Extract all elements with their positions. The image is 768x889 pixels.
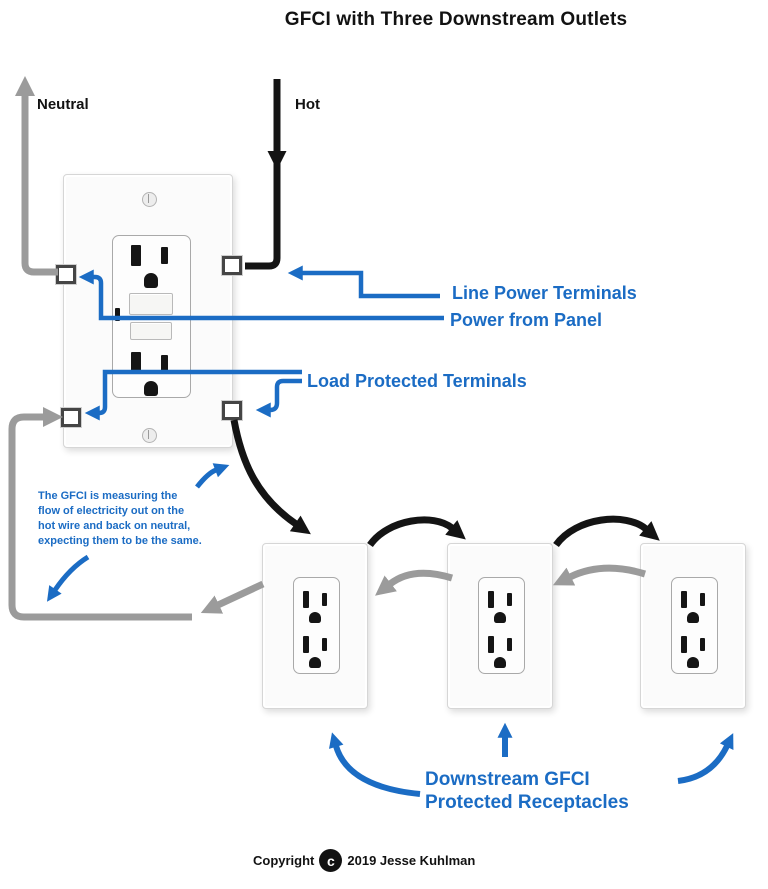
line-power-label: Line Power Terminals	[452, 283, 637, 303]
ground-hole	[494, 612, 506, 623]
neutral-slot	[681, 636, 687, 653]
hot-slot	[700, 593, 705, 606]
load-protected-pointer-right	[255, 378, 302, 418]
note-arrow-to-neutral-wire	[46, 554, 90, 602]
neutral-slot	[303, 591, 309, 608]
downstream-outlet-1	[262, 543, 368, 709]
line-power-pointer	[287, 265, 440, 299]
neutral-slot	[488, 636, 494, 653]
downstream-label: Downstream GFCI Protected Receptacles	[425, 768, 629, 814]
neutral-arc-outlet3-to-2	[552, 564, 647, 586]
load-protected-label: Load Protected Terminals	[307, 371, 527, 391]
hot-slot	[507, 638, 512, 651]
ground-hole	[309, 612, 321, 623]
neutral-slot	[131, 245, 141, 266]
gfci-note-line: expecting them to be the same.	[38, 535, 202, 547]
screw-icon	[142, 428, 157, 443]
ground-hole	[309, 657, 321, 668]
neutral-arc-outlet2-to-1	[375, 569, 454, 596]
hot-slot	[161, 355, 168, 372]
outlet-face	[293, 577, 340, 674]
downstream-arrow-right	[677, 733, 734, 784]
downstream-label-line2: Protected Receptacles	[425, 792, 629, 813]
neutral-slot	[131, 352, 141, 373]
hot-slot	[322, 638, 327, 651]
hot-arc-outlet2-to-3	[553, 515, 660, 548]
copyright-word: Copyright	[253, 853, 315, 868]
neutral-return-from-outlet1	[200, 580, 265, 614]
copyright-icon: c	[319, 849, 343, 872]
neutral-label: Neutral	[37, 96, 89, 113]
neutral-slot	[303, 636, 309, 653]
neutral-slot	[488, 591, 494, 608]
gfci-face	[112, 235, 191, 398]
screw-icon	[142, 192, 157, 207]
downstream-label-line1: Downstream GFCI	[425, 769, 590, 790]
hot-slot	[700, 638, 705, 651]
downstream-arrow-left	[329, 732, 421, 797]
test-button[interactable]	[130, 322, 172, 340]
outlet-face	[478, 577, 525, 674]
copyright: Copyright c 2019 Jesse Kuhlman	[253, 849, 475, 872]
gfci-note-line: flow of electricity out on the	[38, 505, 185, 517]
ground-hole	[687, 657, 699, 668]
hot-slot	[507, 593, 512, 606]
copyright-text: 2019 Jesse Kuhlman	[347, 853, 476, 868]
ground-hole	[687, 612, 699, 623]
indicator-slot	[115, 308, 120, 321]
gfci-note-line: hot wire and back on neutral,	[38, 520, 191, 532]
neutral-wire-to-panel	[15, 76, 58, 276]
downstream-outlet-2	[447, 543, 553, 709]
hot-slot	[161, 247, 168, 264]
gfci-note-line: The GFCI is measuring the	[38, 490, 178, 502]
ground-hole	[144, 381, 158, 396]
hot-label: Hot	[295, 96, 320, 113]
ground-hole	[144, 273, 158, 288]
power-from-panel-label: Power from Panel	[450, 310, 603, 330]
reset-button[interactable]	[129, 293, 173, 315]
load-hot-terminal	[222, 401, 242, 420]
hot-slot	[322, 593, 327, 606]
downstream-outlet-3	[640, 543, 746, 709]
line-neutral-terminal	[56, 265, 76, 284]
load-neutral-terminal	[61, 408, 81, 427]
gfci-note: The GFCI is measuring the flow of electr…	[38, 489, 202, 549]
hot-arc-outlet1-to-2	[367, 516, 466, 548]
page-title: GFCI with Three Downstream Outlets	[284, 9, 628, 30]
ground-hole	[494, 657, 506, 668]
hot-wire-to-line-terminal	[245, 162, 281, 270]
hot-wire-to-outlet1	[230, 419, 311, 535]
gfci-outlet-plate	[63, 174, 233, 448]
neutral-slot	[681, 591, 687, 608]
line-hot-terminal	[222, 256, 242, 275]
note-arrow-to-hot-wire	[195, 463, 230, 489]
outlet-face	[671, 577, 718, 674]
